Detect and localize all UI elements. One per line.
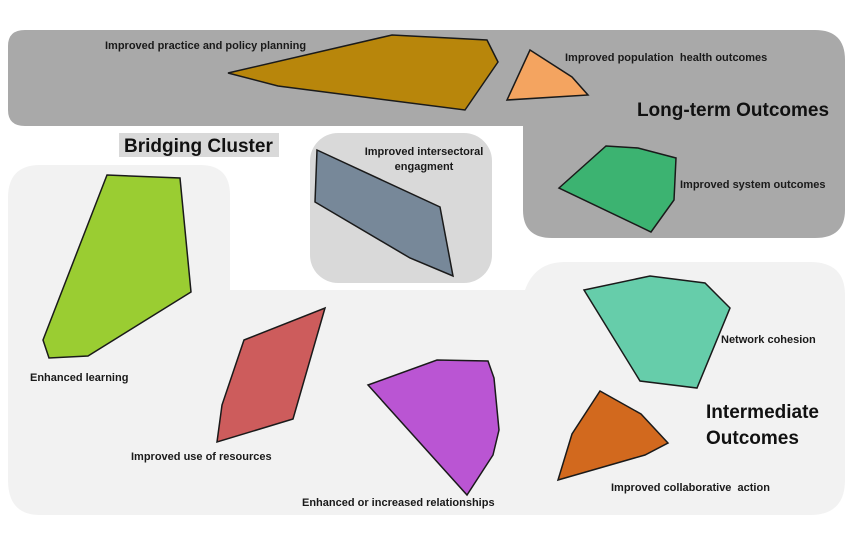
relationships-shape bbox=[366, 359, 500, 497]
resources-shape bbox=[216, 306, 327, 444]
long-term-title: Long-term Outcomes bbox=[637, 100, 829, 121]
practice-policy-label: Improved practice and policy planning bbox=[105, 40, 306, 52]
collaborative-shape bbox=[556, 390, 670, 482]
intermediate-title-line2: Outcomes bbox=[706, 428, 799, 449]
relationships-label: Enhanced or increased relationships bbox=[302, 497, 495, 509]
cohesion-label: Network cohesion bbox=[721, 334, 816, 346]
learning-label: Enhanced learning bbox=[30, 372, 128, 384]
intersectoral-label-line1: Improved intersectoral bbox=[365, 146, 484, 158]
cohesion-shape bbox=[582, 275, 731, 389]
system-outcomes-shape bbox=[557, 145, 677, 233]
population-health-label: Improved population health outcomes bbox=[565, 52, 767, 64]
collaborative-label: Improved collaborative action bbox=[611, 482, 770, 494]
resources-label: Improved use of resources bbox=[131, 451, 272, 463]
practice-policy-shape bbox=[227, 34, 499, 111]
intersectoral-shape bbox=[314, 148, 454, 278]
learning-shape bbox=[42, 174, 192, 359]
bridging-title-bg bbox=[119, 133, 279, 157]
bridging-title: Bridging Cluster bbox=[124, 136, 273, 157]
intersectoral-label-line2: engagment bbox=[395, 161, 454, 173]
population-health-shape bbox=[505, 48, 590, 101]
intermediate-title-line1: Intermediate bbox=[706, 402, 819, 423]
system-outcomes-label: Improved system outcomes bbox=[680, 179, 826, 191]
